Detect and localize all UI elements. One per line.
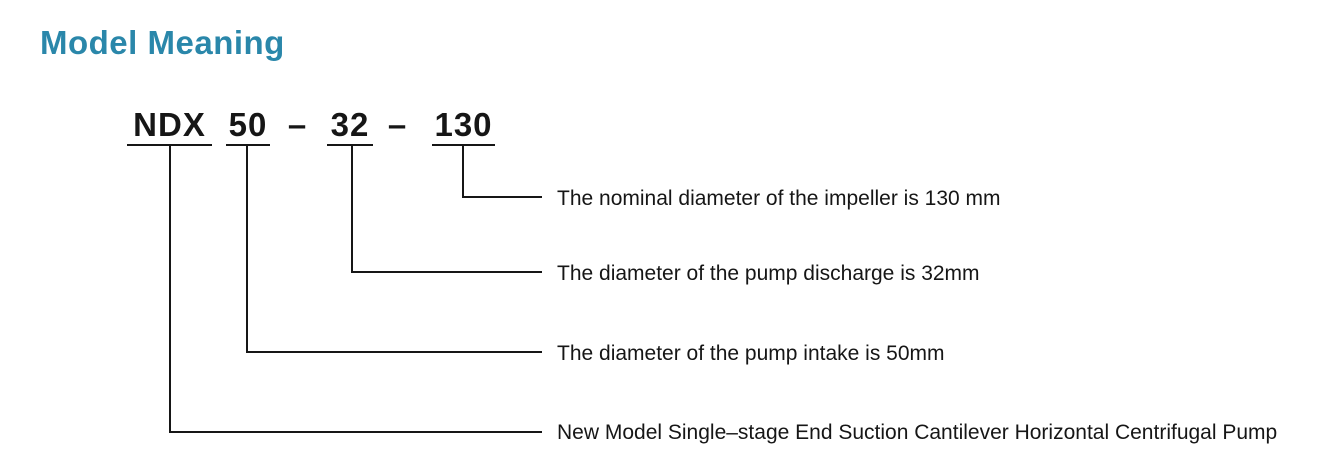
model-code-dash-1: – — [287, 106, 307, 143]
leader-line-discharge — [351, 144, 542, 273]
description-impeller-diameter: The nominal diameter of the impeller is … — [557, 187, 1001, 210]
description-discharge-diameter: The diameter of the pump discharge is 32… — [557, 262, 980, 285]
leader-line-series — [169, 144, 542, 433]
description-pump-type: New Model Single–stage End Suction Canti… — [557, 421, 1278, 444]
description-intake-diameter: The diameter of the pump intake is 50mm — [557, 342, 945, 365]
model-code-part-impeller: 130 — [432, 106, 495, 146]
leader-line-impeller — [462, 144, 542, 198]
model-code-part-series: NDX — [127, 106, 212, 146]
model-code-dash-2: – — [387, 106, 407, 143]
model-code-part-intake: 50 — [226, 106, 270, 146]
page-title: Model Meaning — [40, 24, 285, 61]
model-code-part-discharge: 32 — [327, 106, 373, 146]
leader-line-intake — [246, 144, 542, 353]
